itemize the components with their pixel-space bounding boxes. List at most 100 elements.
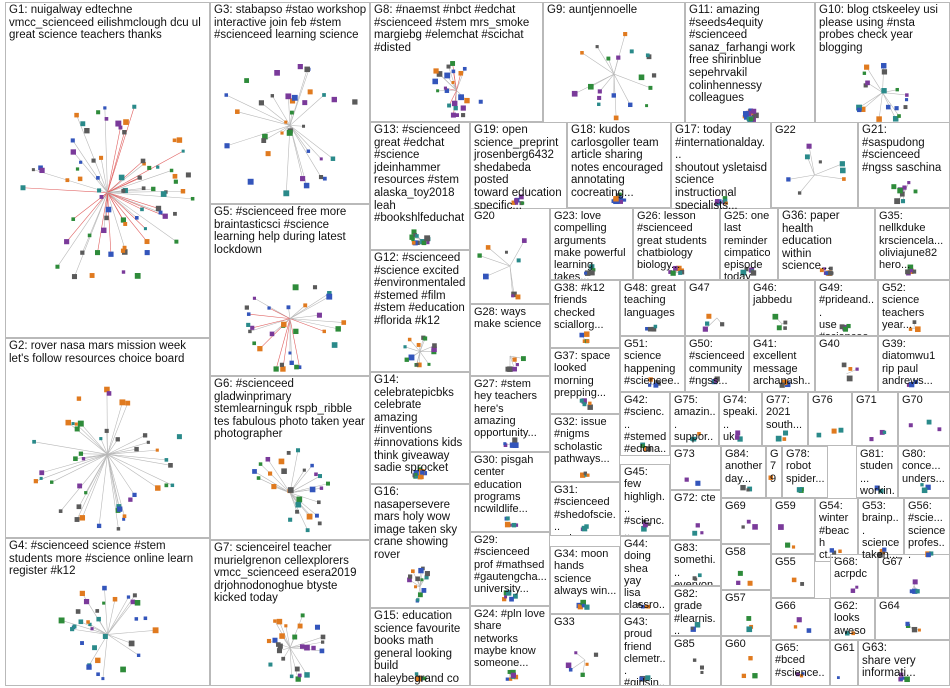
network-node bbox=[155, 485, 161, 491]
group-g24[interactable]: G24: #pln love share networks maybe know… bbox=[470, 606, 550, 686]
group-g29[interactable]: G29: #scienceed prof #mathsed #gautengch… bbox=[470, 532, 550, 606]
group-g32[interactable]: G32: issue #nigms scholastic pathways... bbox=[550, 414, 620, 482]
group-g19[interactable]: G19: open science_preprint jrosenberg643… bbox=[470, 122, 567, 210]
group-g85[interactable]: G85 bbox=[670, 636, 721, 686]
group-g5[interactable]: G5: #scienceed free more braintasticsci … bbox=[210, 204, 370, 376]
group-g41[interactable]: G41: excellent message archanash... bbox=[749, 336, 815, 392]
group-g77[interactable]: G77: 2021 south... bbox=[762, 392, 808, 446]
group-g2[interactable]: G2: rover nasa mars mission week let's f… bbox=[5, 338, 210, 538]
group-g75[interactable]: G75: amazin... suppor... bbox=[670, 392, 719, 446]
group-g33[interactable]: G33 bbox=[550, 614, 620, 686]
group-g35[interactable]: G35: nellkduke krsciencela... oliviajune… bbox=[875, 208, 950, 280]
group-g3[interactable]: G3: stabapso #stao workshop interactive … bbox=[210, 2, 370, 204]
group-g40[interactable]: G40 bbox=[815, 336, 878, 392]
group-g70[interactable]: G70 bbox=[898, 392, 950, 446]
group-network-drawing bbox=[648, 377, 661, 388]
group-g26[interactable]: G26: lesson #scienceed great students ch… bbox=[633, 208, 720, 280]
group-g78[interactable]: G78: robot spider... bbox=[782, 446, 828, 498]
group-g34[interactable]: G34: moon hands science always win... bbox=[550, 546, 620, 614]
group-g53[interactable]: G53: brainp... science taken... bbox=[858, 498, 904, 562]
group-g68[interactable]: G68: acrpdc bbox=[830, 554, 878, 598]
group-g55[interactable]: G55 bbox=[771, 554, 815, 598]
group-g73[interactable]: G73 bbox=[670, 446, 721, 490]
group-g80[interactable]: G80: conce... unders... bbox=[898, 446, 950, 498]
group-g61[interactable]: G61 bbox=[830, 640, 858, 686]
group-g38[interactable]: G38: #k12 friends checked sciallorg... bbox=[550, 280, 620, 348]
group-g4[interactable]: G4: #scienceed science #stem students mo… bbox=[5, 538, 210, 686]
network-node bbox=[458, 70, 464, 76]
group-g63[interactable]: G63: share very informati... bbox=[858, 640, 950, 686]
group-g1[interactable]: G1: nuigalway edtechne vmcc_scienceed ei… bbox=[5, 2, 210, 338]
network-edge bbox=[289, 647, 292, 677]
group-g65[interactable]: G65: #bced #science... bbox=[771, 640, 830, 686]
group-g69[interactable]: G69 bbox=[721, 498, 771, 544]
group-g42[interactable]: G42: #scienc... #stemed #edcha... great.… bbox=[620, 392, 670, 456]
group-g15[interactable]: G15: education science favourite books m… bbox=[370, 608, 470, 686]
group-g13[interactable]: G13: #scienceed great #edchat #science j… bbox=[370, 122, 470, 250]
group-g36[interactable]: G36: paper health education within scien… bbox=[778, 208, 875, 280]
network-edge bbox=[107, 163, 145, 193]
group-g67[interactable]: G67 bbox=[878, 554, 950, 598]
network-node bbox=[416, 598, 420, 602]
group-g9[interactable]: G9: auntjennoelle bbox=[543, 2, 685, 126]
group-g57[interactable]: G57 bbox=[721, 590, 771, 636]
group-g76[interactable]: G76 bbox=[808, 392, 852, 446]
group-g6[interactable]: G6: #scienceed gladwinprimary stemlearni… bbox=[210, 376, 370, 540]
group-g47[interactable]: G47 bbox=[685, 280, 749, 336]
group-g71[interactable]: G71 bbox=[852, 392, 898, 446]
group-g56[interactable]: G56: #scie... science profes... bbox=[904, 498, 950, 562]
group-g20[interactable]: G20 bbox=[470, 208, 550, 304]
group-g72[interactable]: G72: cte bbox=[670, 490, 721, 540]
group-g27[interactable]: G27: #stem hey teachers here's amazing o… bbox=[470, 376, 550, 452]
group-g8[interactable]: G8: #naemst #nbct #edchat #scienceed #st… bbox=[370, 2, 543, 122]
group-g11[interactable]: G11: amazing #seeds4equity #scienceed sa… bbox=[685, 2, 815, 126]
group-g52[interactable]: G52: science teachers year... bbox=[878, 280, 950, 336]
group-g59[interactable]: G59 bbox=[771, 498, 815, 554]
group-g22[interactable]: G22 bbox=[771, 122, 858, 208]
group-g25[interactable]: G25: one last reminder cimpatico episode… bbox=[720, 208, 778, 280]
group-g64[interactable]: G64 bbox=[875, 598, 950, 640]
group-g58[interactable]: G58 bbox=[721, 544, 771, 590]
group-g82[interactable]: G82: grade #learnis... bbox=[670, 586, 721, 636]
network-node bbox=[876, 116, 882, 122]
group-g30[interactable]: G30: pisgah center education programs nc… bbox=[470, 452, 550, 532]
group-g74[interactable]: G74: speaki... uk bbox=[719, 392, 762, 446]
group-g45[interactable]: G45: few highligh... #scienc... webinar … bbox=[620, 464, 670, 536]
group-g51[interactable]: G51: science happening #sciencee... bbox=[620, 336, 685, 392]
network-node bbox=[176, 434, 182, 440]
network-node bbox=[252, 341, 257, 346]
group-g60[interactable]: G60 bbox=[721, 636, 771, 686]
network-node bbox=[156, 165, 160, 169]
group-g44[interactable]: G44: doing shea yay lisa classro... bbox=[620, 536, 670, 614]
network-node bbox=[850, 588, 856, 593]
network-node bbox=[585, 662, 589, 666]
group-g7[interactable]: G7: scienceirel teacher murielgrenon cel… bbox=[210, 540, 370, 686]
network-node bbox=[838, 549, 842, 553]
group-g37[interactable]: G37: space looked morning prepping... bbox=[550, 348, 620, 414]
group-g14[interactable]: G14: celebratepicbks celebrate amazing #… bbox=[370, 372, 470, 484]
group-g28[interactable]: G28: ways make science bbox=[470, 304, 550, 376]
group-g50[interactable]: G50: #scienceed community #ngss... bbox=[685, 336, 749, 392]
group-g84[interactable]: G84: another day... bbox=[721, 446, 766, 498]
group-g79[interactable]: G79 bbox=[766, 446, 782, 498]
group-g21[interactable]: G21: #saspudong #scienceed #ngss saschin… bbox=[858, 122, 950, 208]
group-g23[interactable]: G23: love compelling arguments make powe… bbox=[550, 208, 633, 280]
group-g48[interactable]: G48: great teaching languages bbox=[620, 280, 685, 336]
group-g83[interactable]: G83: somethi... everyon... bbox=[670, 540, 721, 586]
group-g43[interactable]: G43: proud friend clemetr... #girlsin... bbox=[620, 614, 670, 686]
network-node bbox=[84, 127, 90, 134]
group-g62[interactable]: G62: looks awesom... bbox=[830, 598, 875, 640]
group-g54[interactable]: G54: winter #beach ct... bbox=[815, 498, 858, 562]
group-g31[interactable]: G31: #scienceed #shedofscie... cudenver.… bbox=[550, 482, 620, 536]
group-g49[interactable]: G49: #prideand... use #sciencee... bbox=[815, 280, 878, 336]
group-g66[interactable]: G66 bbox=[771, 598, 830, 640]
group-g12[interactable]: G12: #scienceed #science excited #enviro… bbox=[370, 250, 470, 372]
group-g39[interactable]: G39: diatomwu1 rip paul andrews... bbox=[878, 336, 950, 392]
group-g17[interactable]: G17: today #internationalday... shoutout… bbox=[671, 122, 771, 210]
group-g46[interactable]: G46: jabbedu bbox=[749, 280, 815, 336]
group-g10[interactable]: G10: blog ctskeeley usi please using #ns… bbox=[815, 2, 950, 126]
network-node bbox=[252, 469, 257, 474]
group-g81[interactable]: G81: studen... workin... bbox=[856, 446, 898, 498]
group-g18[interactable]: G18: kudos carlosgoller team article sha… bbox=[567, 122, 671, 208]
group-g16[interactable]: G16: nasapersevere mars holy wow image t… bbox=[370, 484, 470, 608]
